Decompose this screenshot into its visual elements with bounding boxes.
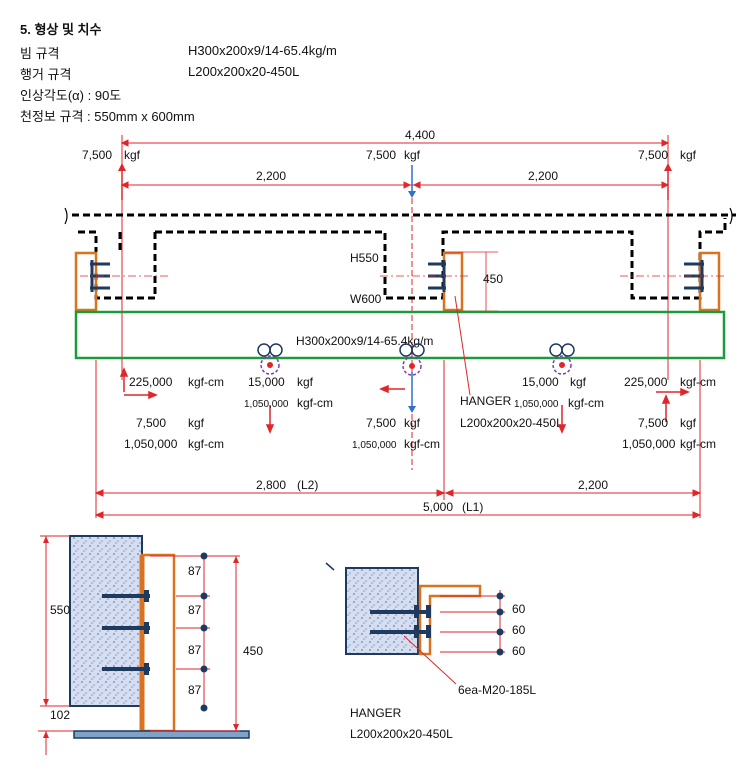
center-moment-value: 1,050,000 — [352, 440, 397, 451]
detail-left — [38, 535, 250, 755]
right-force-value: 7,500 — [638, 416, 668, 430]
hanger-label-2: L200x200x20-450L — [460, 416, 563, 430]
mid-left-moment-value: 1,050,000 — [244, 399, 289, 410]
l1-value: 5,000 — [423, 500, 453, 514]
mid-left-force-unit: kgf — [297, 375, 314, 389]
load-right-value: 7,500 — [638, 148, 668, 162]
mid-left-force-value: 15,000 — [248, 375, 285, 389]
l1-tag: (L1) — [462, 500, 483, 514]
hanger-height-label: 450 — [483, 272, 503, 286]
hanger-section — [140, 553, 176, 733]
detail-hanger-label-2: L200x200x20-450L — [350, 727, 453, 741]
beam-spec-label: H300x200x9/14-65.4kg/m — [296, 334, 433, 348]
spec-label-hanger: 행거 규격 — [20, 67, 72, 82]
center-force-unit: kgf — [404, 416, 421, 430]
ceiling-beam-section — [69, 535, 143, 707]
bolt-spacing-3: 87 — [188, 643, 202, 657]
ceiling-beam-outline — [72, 213, 736, 300]
left-span-label: 2,200 — [256, 169, 286, 183]
left-moment-unit: kgf-cm — [188, 375, 224, 389]
left-moment2-value: 1,050,000 — [124, 437, 178, 451]
hanger-label-1: HANGER — [460, 394, 512, 408]
right-moment2-unit: kgf-cm — [680, 437, 716, 451]
mid-right-force-unit: kgf — [570, 375, 587, 389]
detail-height-550: 550 — [50, 603, 70, 617]
right-force-unit: kgf — [680, 416, 697, 430]
center-force-value: 7,500 — [366, 416, 396, 430]
mid-right-moment-unit: kgf-cm — [568, 396, 604, 410]
bolt-spacing-r1: 60 — [512, 602, 526, 616]
load-left-value: 7,500 — [82, 148, 112, 162]
hanger-right — [698, 251, 721, 312]
lifting-beam — [74, 310, 726, 360]
hanger-left — [74, 251, 98, 312]
center-moment-unit: kgf-cm — [404, 437, 440, 451]
shackle-icon-center — [399, 343, 425, 376]
left-moment2-unit: kgf-cm — [188, 437, 224, 451]
spec-value-hanger: L200x200x20-450L — [188, 64, 300, 79]
right-moment-unit: kgf-cm — [680, 375, 716, 389]
reaction-arrows — [119, 367, 690, 434]
beam-flange — [73, 730, 250, 739]
detail-right — [325, 562, 505, 685]
detail-hanger-label-1: HANGER — [350, 706, 402, 720]
angle-hanger — [418, 584, 482, 656]
mid-right-force-value: 15,000 — [522, 375, 559, 389]
spec-lift-angle: 인상각도(α) : 90도 — [20, 88, 122, 103]
mid-right-moment-value: 1,050,000 — [514, 399, 559, 410]
right-moment-value: 225,000 — [624, 375, 668, 389]
l2-tag: (L2) — [297, 478, 318, 492]
spec-value-beam: H300x200x9/14-65.4kg/m — [188, 43, 337, 58]
bolt-centerlines — [80, 251, 725, 312]
bolt-spacing-r3: 60 — [512, 644, 526, 658]
load-arrows — [118, 163, 672, 200]
detail-flange-102: 102 — [50, 708, 70, 722]
detail-hanger-450: 450 — [243, 644, 263, 658]
mid-left-moment-unit: kgf-cm — [297, 396, 333, 410]
overall-span-label: 4,400 — [405, 128, 435, 142]
hanger-leader-line — [454, 295, 471, 396]
shackle-icon-right — [549, 343, 575, 375]
left-moment-value: 225,000 — [129, 375, 173, 389]
bolt-spacing-r2: 60 — [512, 623, 526, 637]
bolt-spacing-4: 87 — [188, 683, 202, 697]
bolt-spacing-2: 87 — [188, 603, 202, 617]
top-dimension-lines — [120, 135, 670, 470]
left-force-unit: kgf — [188, 416, 205, 430]
spec-label-beam: 빔 규격 — [20, 46, 60, 61]
load-center-unit: kgf — [404, 148, 421, 162]
shackle-icon-left — [257, 343, 283, 375]
l2-value: 2,800 — [256, 478, 286, 492]
load-right-unit: kgf — [680, 148, 697, 162]
bottom-dimension-lines — [94, 360, 702, 519]
right-span-label: 2,200 — [528, 169, 558, 183]
load-center-value: 7,500 — [366, 148, 396, 162]
load-left-unit: kgf — [124, 148, 141, 162]
right-moment2-value: 1,050,000 — [622, 437, 676, 451]
bolt-spec-label: 6ea-M20-185L — [458, 683, 536, 697]
bolt-spacing-1: 87 — [188, 564, 202, 578]
ceiling-width-label: W600 — [350, 292, 382, 306]
ceiling-height-label: H550 — [350, 251, 379, 265]
left-force-value: 7,500 — [136, 416, 166, 430]
right-part-value: 2,200 — [578, 478, 608, 492]
section-title: 5. 형상 및 치수 — [20, 22, 102, 37]
spec-ceiling-beam: 천정보 규격 : 550mm x 600mm — [20, 109, 195, 124]
hanger-center — [442, 251, 464, 312]
